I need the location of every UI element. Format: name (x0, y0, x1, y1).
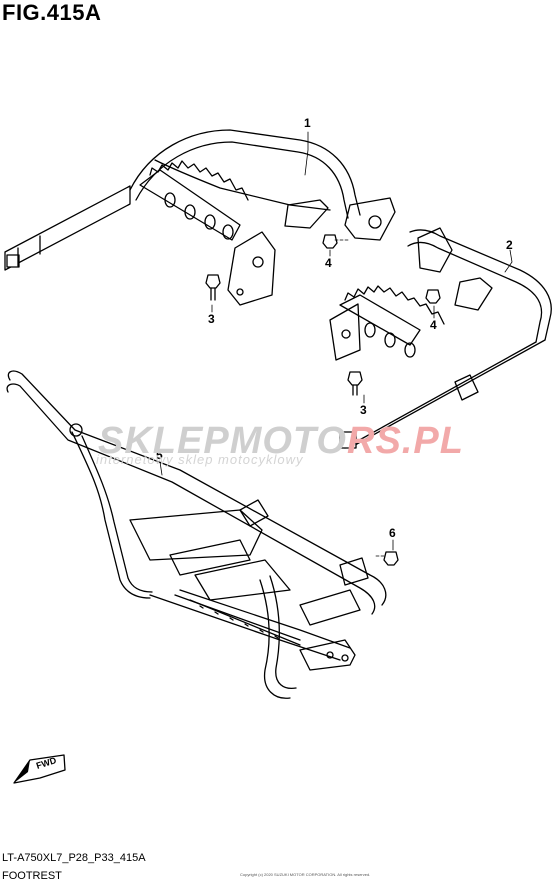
watermark-brand: SKLEPMOTORS.PL (98, 420, 464, 463)
part-5-guard-frame (6, 370, 387, 699)
callout-part-1: 1 (304, 116, 311, 130)
callout-part-6: 6 (389, 526, 396, 540)
figure-caption: FOOTREST (2, 870, 62, 882)
callout-part-4-left: 4 (325, 256, 332, 270)
bolt-3-right (347, 371, 365, 404)
bolt-4-left (322, 234, 349, 257)
bolt-6 (375, 539, 399, 566)
part-1-left-footrest (4, 129, 396, 306)
callout-part-2: 2 (506, 238, 513, 252)
watermark-tagline: internetowy sklep motocyklowy (96, 452, 304, 467)
fwd-arrow-icon (13, 754, 66, 784)
callout-part-3-right: 3 (360, 403, 367, 417)
part-2-right-footrest (329, 227, 552, 449)
figure-code: LT-A750XL7_P28_P33_415A (2, 852, 146, 864)
watermark-brand-part1: SKLEPMOTO (98, 420, 347, 462)
callout-part-4-right: 4 (430, 318, 437, 332)
figure-title: FIG.415A (2, 0, 102, 25)
callout-part-3-left: 3 (208, 312, 215, 326)
bolt-4-right (425, 289, 441, 319)
callout-part-5: 5 (156, 448, 163, 462)
copyright-notice: Copyright (c) 2020 SUZUKI MOTOR CORPORAT… (240, 872, 371, 877)
watermark-brand-part2: RS.PL (347, 420, 464, 462)
bolt-3-left (205, 274, 221, 313)
